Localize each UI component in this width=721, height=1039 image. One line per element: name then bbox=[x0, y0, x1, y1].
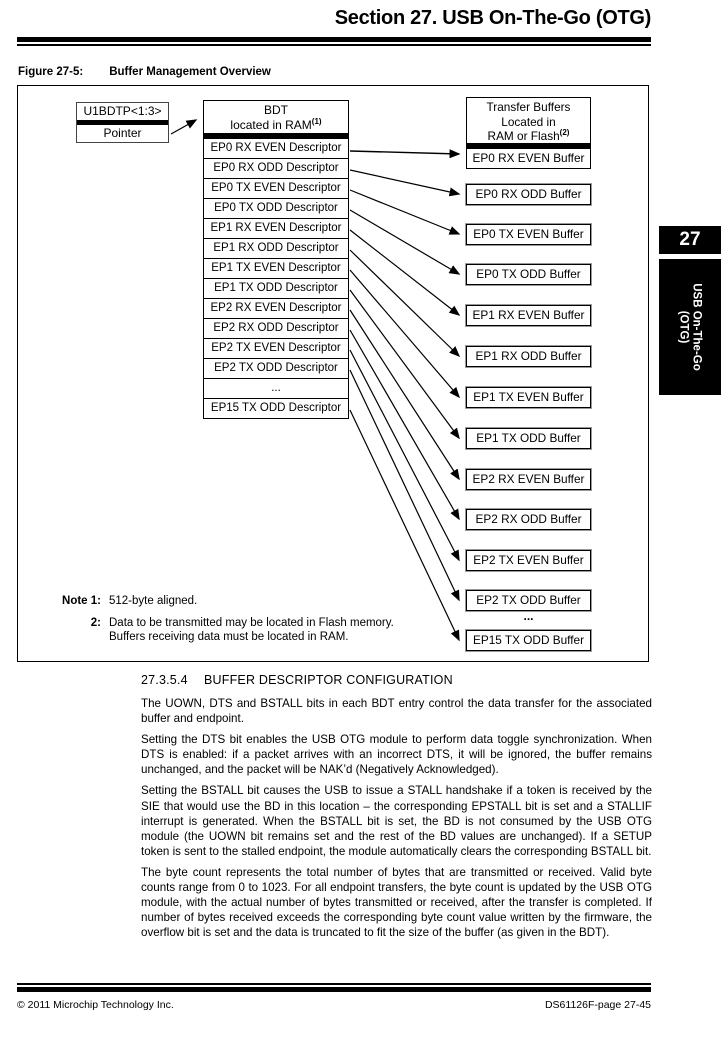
figure-label: Figure 27-5: bbox=[18, 66, 84, 78]
bdt-table-header: BDT located in RAM(1) bbox=[203, 100, 349, 133]
section-name-tab-text: USB On-The-Go (OTG) bbox=[678, 283, 703, 371]
body-paragraph: The byte count represents the total numb… bbox=[141, 865, 652, 940]
bdt-row: EP0 RX ODD Descriptor bbox=[203, 158, 349, 179]
buffer-box: EP2 TX EVEN Buffer bbox=[465, 549, 592, 572]
bdt-row: EP1 TX EVEN Descriptor bbox=[203, 258, 349, 279]
u1bdtp-register-label: U1BDTP<1:3> bbox=[83, 104, 162, 118]
figure-caption: Figure 27-5: Buffer Management Overview bbox=[18, 66, 271, 78]
section-heading-number: 27.3.5.4 bbox=[141, 673, 188, 687]
section-number-tab: 27 bbox=[659, 226, 721, 254]
buffer-box: EP0 TX ODD Buffer bbox=[465, 263, 592, 286]
buffer-box: EP1 RX EVEN Buffer bbox=[465, 304, 592, 327]
footer-copyright: © 2011 Microchip Technology Inc. bbox=[17, 999, 174, 1011]
bdt-row: EP2 TX EVEN Descriptor bbox=[203, 338, 349, 359]
body-paragraph: Setting the BSTALL bit causes the USB to… bbox=[141, 784, 652, 858]
bdt-table: BDT located in RAM(1) EP0 RX EVEN Descri… bbox=[203, 100, 349, 419]
section-heading-title: BUFFER DESCRIPTOR CONFIGURATION bbox=[204, 673, 453, 687]
bdt-row: EP2 TX ODD Descriptor bbox=[203, 358, 349, 379]
transfer-buffers-header-group: Transfer Buffers Located in RAM or Flash… bbox=[466, 97, 591, 169]
header-rule-thick bbox=[17, 37, 651, 42]
bdt-header-line1: BDT bbox=[264, 103, 288, 117]
buffer-box: EP15 TX ODD Buffer bbox=[465, 629, 592, 652]
note-2-label: 2: bbox=[90, 617, 101, 629]
note2-reference: (2) bbox=[559, 128, 570, 138]
buffer-box: EP0 TX EVEN Buffer bbox=[465, 223, 592, 246]
xfer-header-line3: RAM or Flash(2) bbox=[487, 128, 570, 143]
buffer-box: EP2 RX ODD Buffer bbox=[465, 508, 592, 531]
bdt-row: EP0 TX EVEN Descriptor bbox=[203, 178, 349, 199]
figure-notes: Note 1: 512-byte aligned. 2: Data to be … bbox=[55, 594, 394, 652]
xfer-header-line1: Transfer Buffers bbox=[486, 100, 571, 114]
bdt-row: EP2 RX EVEN Descriptor bbox=[203, 298, 349, 319]
note-1: Note 1: 512-byte aligned. bbox=[55, 594, 394, 608]
pointer-label: Pointer bbox=[103, 126, 142, 140]
note1-reference: (1) bbox=[311, 117, 322, 126]
note-2: 2: Data to be transmitted may be located… bbox=[55, 616, 394, 644]
buffer-ellipsis: ... bbox=[523, 609, 534, 623]
bdt-row: EP15 TX ODD Descriptor bbox=[203, 398, 349, 419]
footer-rule-thick bbox=[17, 987, 651, 992]
page-title: Section 27. USB On-The-Go (OTG) bbox=[334, 7, 652, 29]
bdt-row: EP0 TX ODD Descriptor bbox=[203, 198, 349, 219]
body-paragraph: The UOWN, DTS and BSTALL bits in each BD… bbox=[141, 697, 652, 726]
buffer-box: EP1 RX ODD Buffer bbox=[465, 345, 592, 368]
transfer-header-divider bbox=[466, 143, 591, 148]
footer-rule-thin bbox=[17, 983, 651, 985]
bdt-row: EP1 RX ODD Descriptor bbox=[203, 238, 349, 259]
bdt-row: EP2 RX ODD Descriptor bbox=[203, 318, 349, 339]
bdt-row: EP1 RX EVEN Descriptor bbox=[203, 218, 349, 239]
buffer-box: EP1 TX ODD Buffer bbox=[465, 427, 592, 450]
buffer-box: EP0 RX EVEN Buffer bbox=[466, 148, 591, 169]
note-2-text: Data to be transmitted may be located in… bbox=[109, 617, 394, 643]
bdt-header-line2: located in RAM(1) bbox=[230, 117, 322, 133]
bdt-header-divider bbox=[203, 133, 349, 139]
u1bdtp-pointer-box: U1BDTP<1:3> Pointer bbox=[76, 102, 169, 143]
body-paragraph: Setting the DTS bit enables the USB OTG … bbox=[141, 733, 652, 777]
header-rule-thin bbox=[17, 44, 651, 46]
transfer-buffers-header: Transfer Buffers Located in RAM or Flash… bbox=[466, 97, 591, 143]
buffer-box: EP1 TX EVEN Buffer bbox=[465, 386, 592, 409]
note-1-text: 512-byte aligned. bbox=[109, 595, 198, 607]
buffer-box: EP0 RX ODD Buffer bbox=[465, 183, 592, 206]
section-name-tab: USB On-The-Go (OTG) bbox=[659, 259, 721, 395]
bdt-row-ellipsis: ... bbox=[203, 378, 349, 399]
note-1-label: Note 1: bbox=[62, 595, 101, 607]
bdt-row: EP0 RX EVEN Descriptor bbox=[203, 138, 349, 159]
bdt-row: EP1 TX ODD Descriptor bbox=[203, 278, 349, 299]
xfer-header-line2: Located in bbox=[501, 114, 556, 129]
pointer-box-divider bbox=[77, 120, 168, 125]
footer-page-number: DS61126F-page 27-45 bbox=[544, 999, 651, 1011]
figure-title: Buffer Management Overview bbox=[109, 66, 271, 78]
section-heading: 27.3.5.4 BUFFER DESCRIPTOR CONFIGURATION bbox=[141, 673, 652, 687]
buffer-box: EP2 TX ODD Buffer bbox=[465, 589, 592, 612]
buffer-box: EP2 RX EVEN Buffer bbox=[465, 468, 592, 491]
